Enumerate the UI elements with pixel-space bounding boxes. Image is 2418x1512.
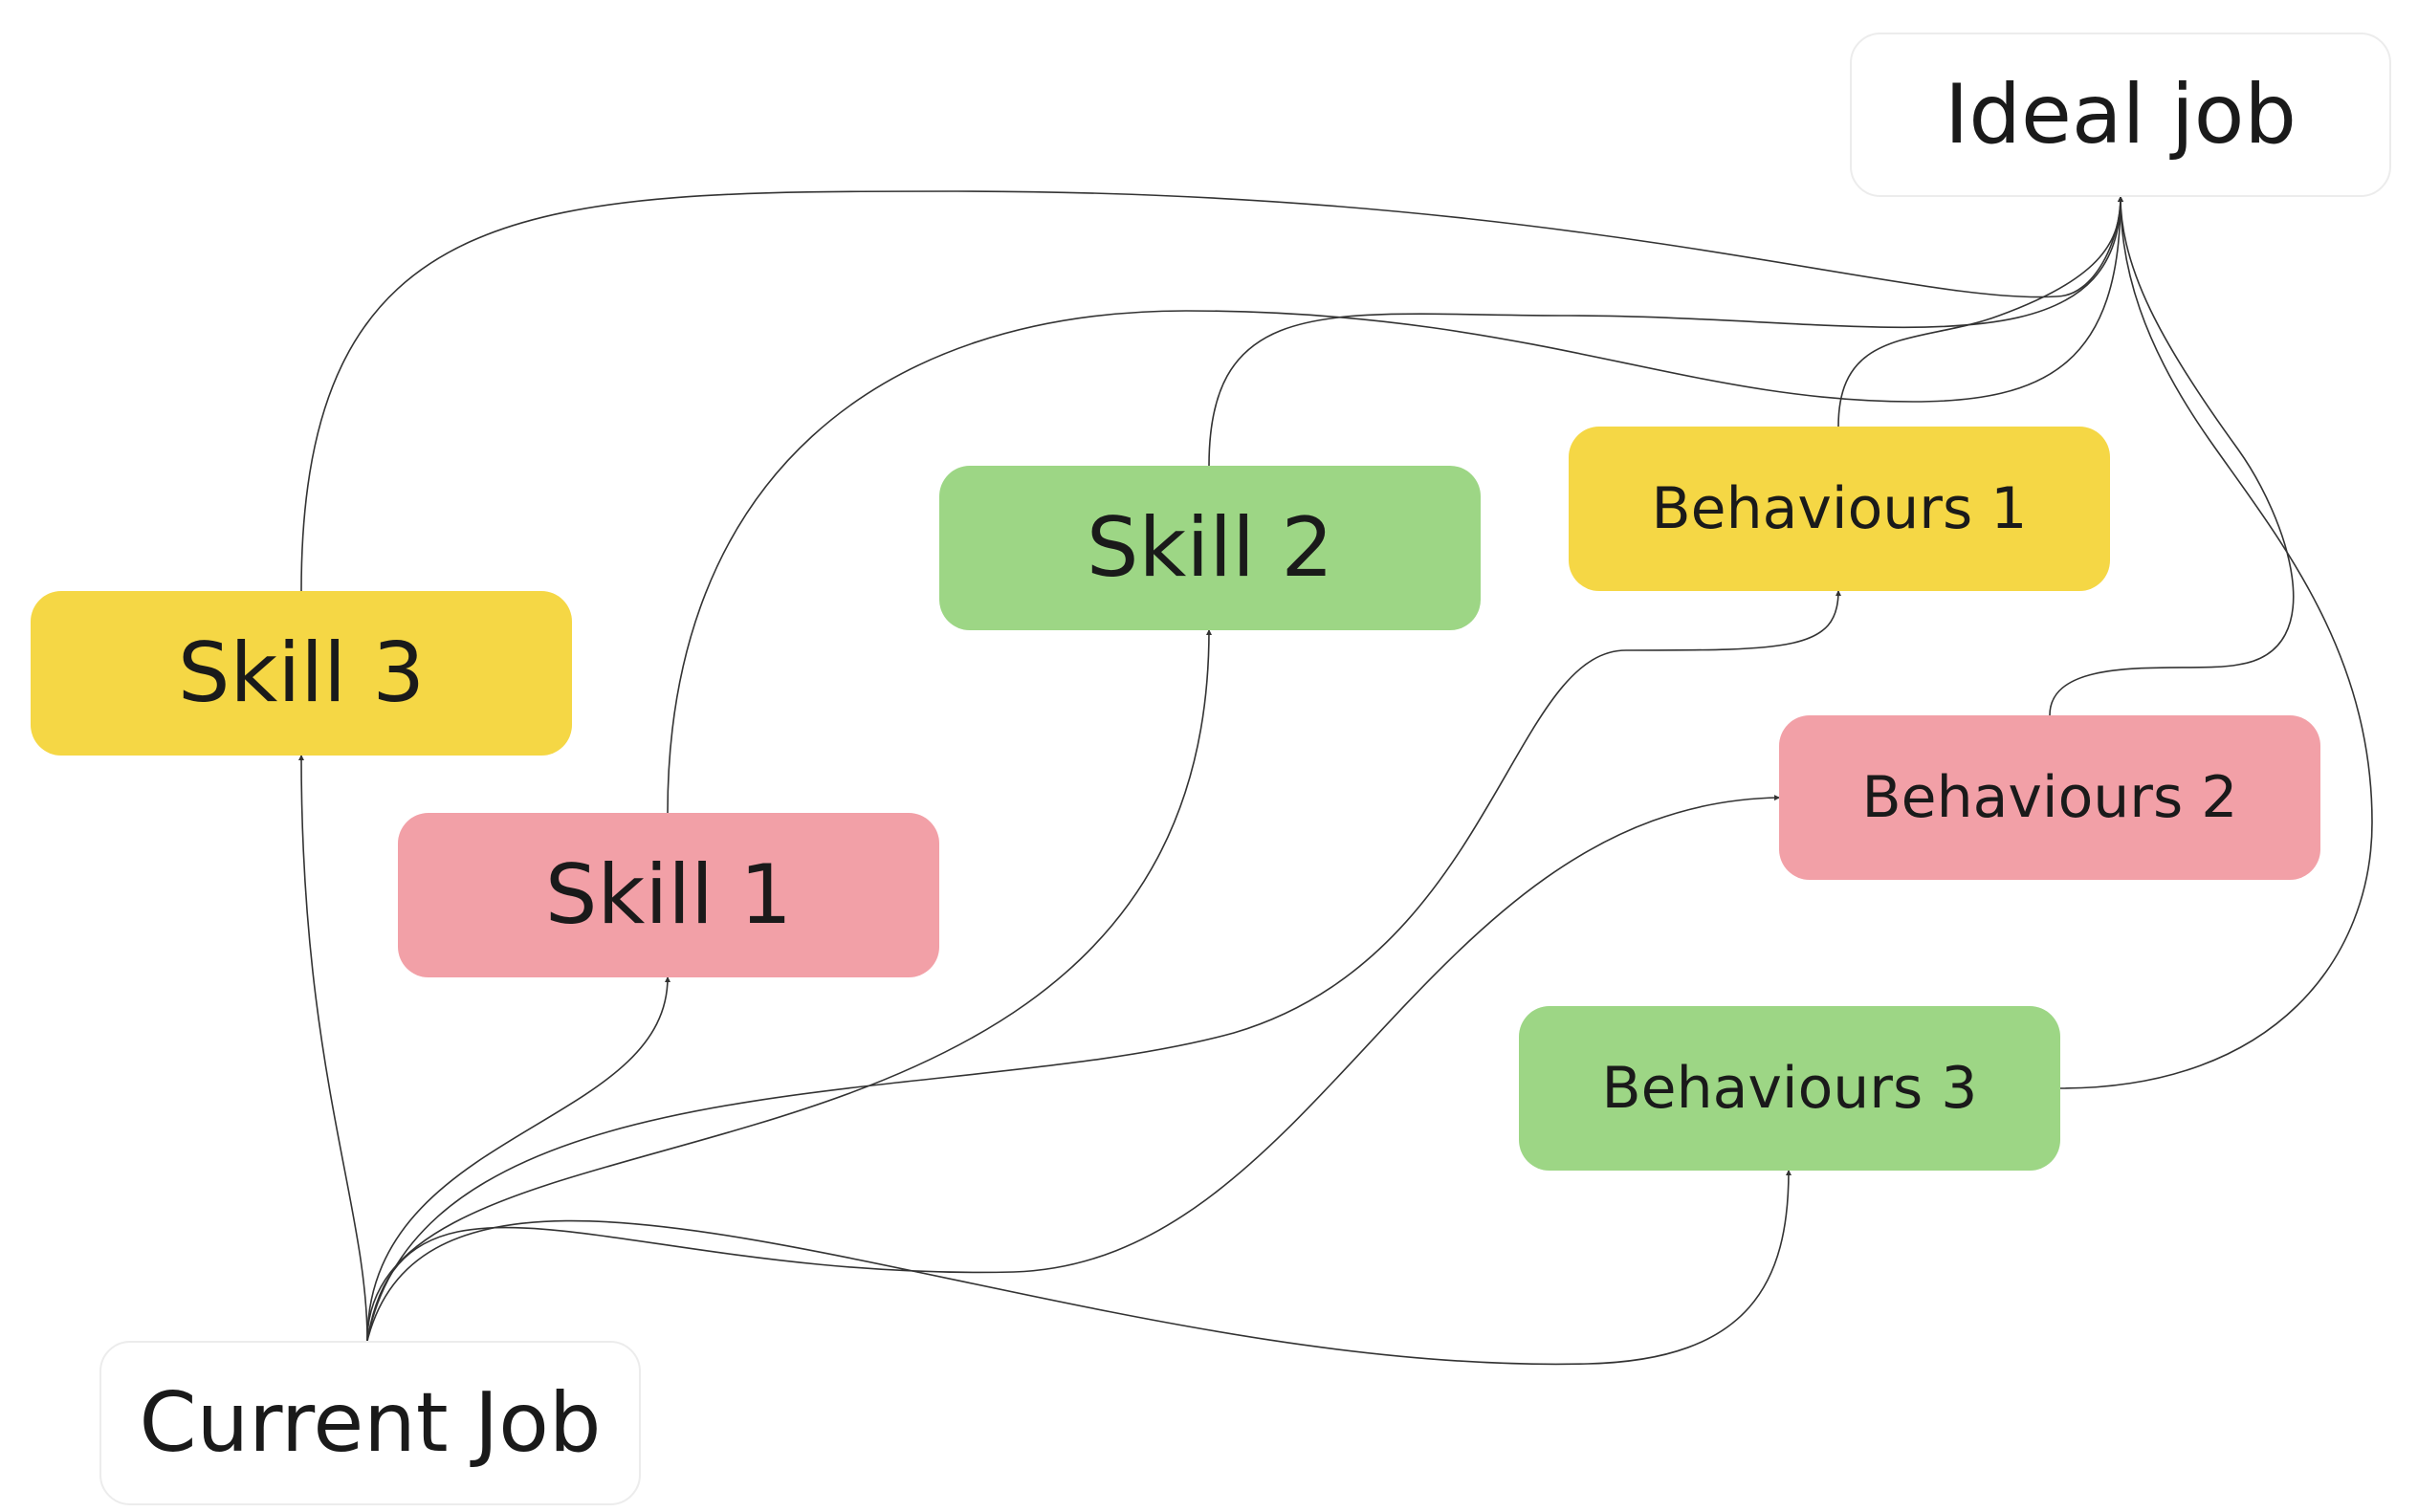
connector-behaviours-3-to-ideal [2059, 196, 2373, 1089]
connector-current-to-behaviours-2 [366, 795, 1780, 1342]
connector-skill-2-to-ideal [1208, 196, 2123, 467]
node-behaviours-3[interactable]: Behaviours 3 [1519, 1006, 2060, 1171]
node-ideal-job[interactable]: Ideal job [1850, 33, 2391, 197]
node-skill-3-label: Skill 3 [177, 625, 426, 721]
node-skill-2-label: Skill 2 [1086, 500, 1334, 596]
node-skill-3[interactable]: Skill 3 [31, 591, 572, 756]
node-behaviours-2[interactable]: Behaviours 2 [1779, 715, 2320, 880]
connector-behaviours-1-to-ideal [1837, 196, 2123, 427]
node-current-job-label: Current Job [139, 1375, 602, 1471]
node-behaviours-1-label: Behaviours 1 [1651, 475, 2028, 542]
node-skill-1-label: Skill 1 [544, 847, 793, 943]
connector-current-to-skill-2 [366, 629, 1212, 1342]
node-behaviours-3-label: Behaviours 3 [1601, 1055, 1978, 1122]
node-skill-2[interactable]: Skill 2 [939, 466, 1481, 630]
connector-skill-3-to-ideal [300, 190, 2123, 592]
node-behaviours-1[interactable]: Behaviours 1 [1569, 427, 2110, 591]
connector-current-to-skill-1 [366, 976, 670, 1342]
connector-current-to-behaviours-1 [366, 590, 1841, 1342]
connector-current-to-skill-3 [298, 755, 368, 1342]
connector-skill-1-to-ideal [667, 196, 2123, 814]
node-behaviours-2-label: Behaviours 2 [1861, 764, 2238, 831]
node-current-job[interactable]: Current Job [99, 1341, 641, 1505]
node-skill-1[interactable]: Skill 1 [398, 813, 939, 977]
connector-behaviours-2-to-ideal [2049, 196, 2295, 716]
connector-current-to-behaviours-3 [366, 1170, 1792, 1366]
node-ideal-job-label: Ideal job [1945, 67, 2297, 163]
